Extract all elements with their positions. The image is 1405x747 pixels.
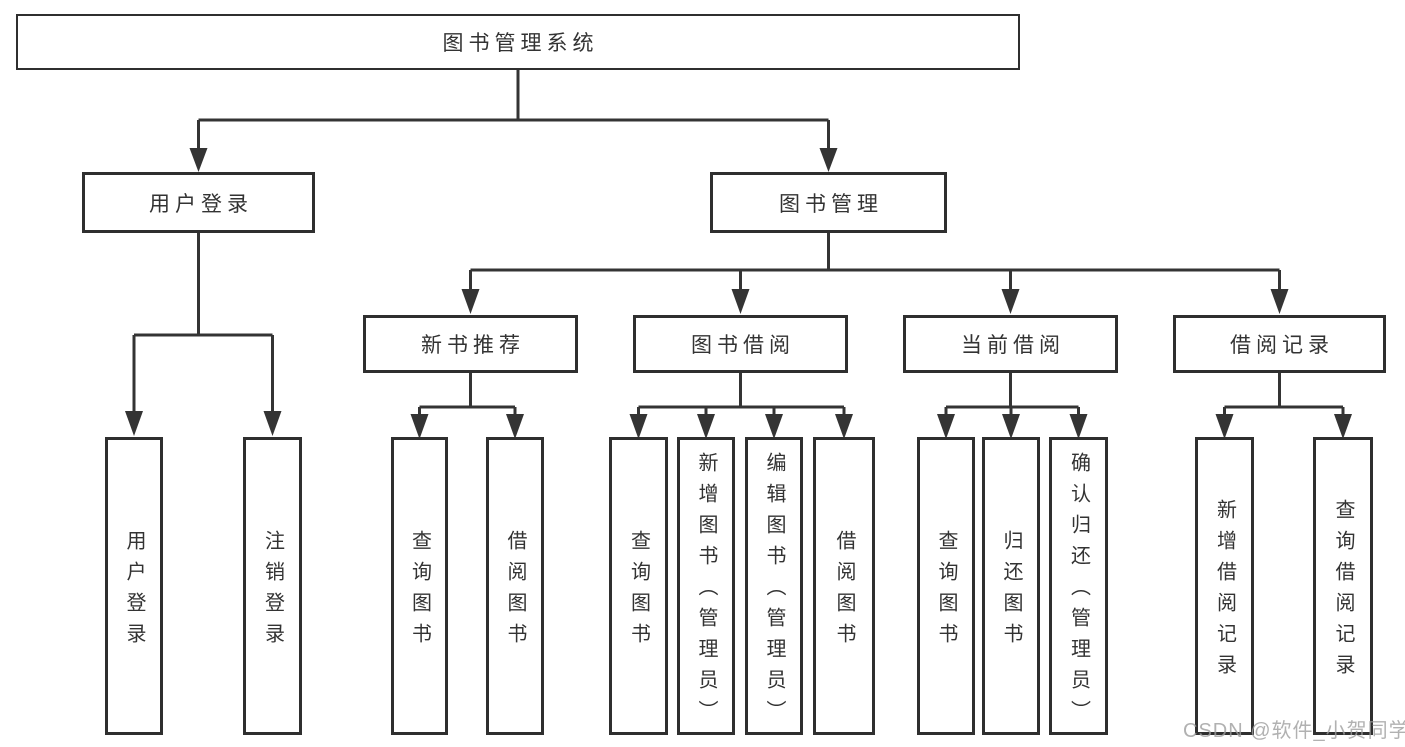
connector-book-borrow-to-children (629, 373, 853, 439)
node-leaf-borrow-books-recommend: 借阅图书 (486, 437, 544, 735)
node-label: 查询图书 (408, 529, 431, 654)
csdn-watermark: CSDN @软件_小贺同学 (1183, 720, 1405, 742)
node-label: 借阅记录 (1230, 334, 1334, 357)
node-label: 借阅图书 (504, 529, 526, 654)
node-label: 用户登录 (149, 192, 253, 216)
node-borrowing-records: 借阅记录 (1173, 315, 1386, 373)
node-leaf-query-books-current: 查询图书 (917, 437, 975, 735)
node-label: 编辑图书（管理员） (763, 452, 785, 731)
node-label: 确认归还（管理员） (1067, 452, 1090, 731)
node-label: 图书管理 (779, 192, 883, 216)
node-label: 新书推荐 (421, 334, 525, 357)
node-leaf-user-login: 用户登录 (105, 437, 163, 735)
node-label: 图书管理系统 (442, 32, 599, 55)
node-label: 当前借阅 (961, 334, 1065, 357)
node-label: 新增图书（管理员） (695, 452, 717, 731)
connector-current-borrow-to-children (937, 373, 1088, 439)
node-label: 查询借阅记录 (1332, 498, 1354, 685)
node-book-borrowing: 图书借阅 (633, 315, 848, 373)
node-label: 新增借阅记录 (1213, 498, 1236, 685)
node-label: 查询图书 (627, 529, 650, 654)
node-leaf-add-books-admin: 新增图书（管理员） (677, 437, 735, 735)
node-label: 借阅图书 (833, 529, 855, 654)
node-leaf-add-borrow-record: 新增借阅记录 (1195, 437, 1254, 735)
node-leaf-logout: 注销登录 (243, 437, 302, 735)
node-leaf-query-books-recommend: 查询图书 (391, 437, 448, 735)
node-user-login: 用户登录 (82, 172, 315, 233)
connector-user-login-to-children (125, 233, 282, 436)
node-leaf-borrow-books: 借阅图书 (813, 437, 875, 735)
node-leaf-edit-books-admin: 编辑图书（管理员） (745, 437, 803, 735)
node-label: 用户登录 (123, 529, 145, 654)
node-current-borrowing: 当前借阅 (903, 315, 1118, 373)
connector-root-to-level2 (189, 70, 838, 172)
node-new-book-recommendation: 新书推荐 (363, 315, 578, 373)
connector-new-book-to-children (410, 373, 524, 439)
node-label: 图书借阅 (691, 334, 795, 357)
node-leaf-confirm-return-admin: 确认归还（管理员） (1049, 437, 1108, 735)
node-book-management: 图书管理 (710, 172, 947, 233)
node-leaf-query-books-borrowing: 查询图书 (609, 437, 668, 735)
connector-book-management-to-level3 (461, 233, 1289, 314)
node-label: 归还图书 (1000, 529, 1022, 654)
node-library-management-system: 图书管理系统 (16, 14, 1020, 70)
node-label: 注销登录 (261, 529, 284, 654)
node-label: 查询图书 (935, 529, 957, 654)
node-leaf-return-books: 归还图书 (982, 437, 1040, 735)
node-leaf-query-borrow-record: 查询借阅记录 (1313, 437, 1373, 735)
connector-borrow-record-to-children (1215, 373, 1352, 439)
